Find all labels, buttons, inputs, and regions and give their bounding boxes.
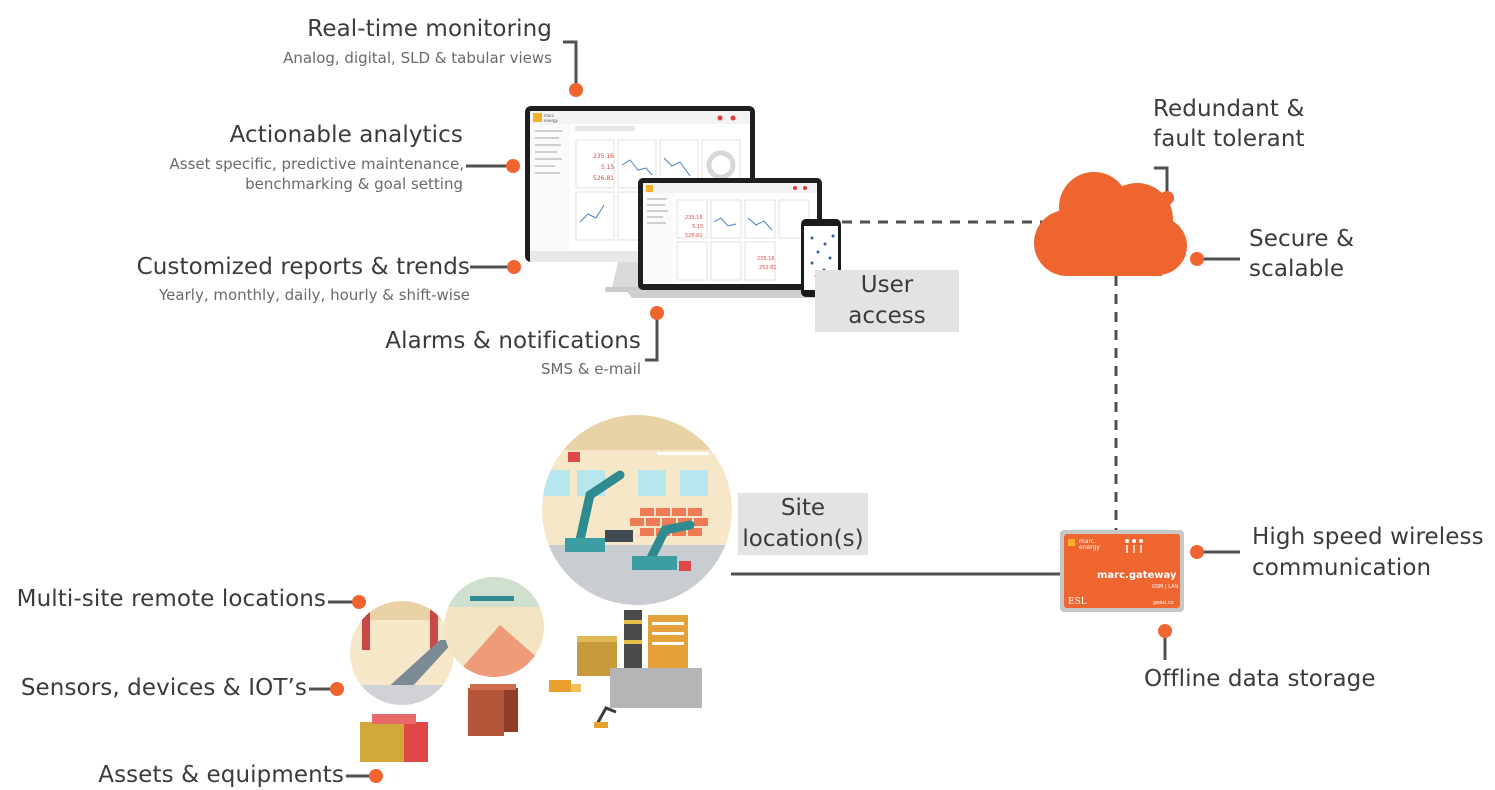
monitor-kpi-1: 235.16	[593, 153, 614, 160]
warehouse-illustration	[444, 577, 544, 677]
analytics-subtitle-2: benchmarking & goal setting	[245, 175, 463, 193]
offline-label: Offline data storage	[1144, 666, 1376, 692]
reports-subtitle: Yearly, monthly, daily, hourly & shift-w…	[159, 286, 470, 304]
escalator-illustration	[350, 601, 454, 705]
secure-line2: scalable	[1249, 256, 1345, 282]
alarms-title: Alarms & notifications	[385, 328, 641, 354]
gateway-spec: GSM | LAN	[1152, 584, 1179, 590]
connector-realtime	[563, 40, 578, 88]
sensors-label: Sensors, devices & IOT’s	[20, 675, 307, 701]
alarms-subtitle: SMS & e-mail	[541, 360, 641, 378]
dot-wireless	[1190, 545, 1204, 559]
dot-alarms	[650, 306, 664, 320]
redundant-line1: Redundant &	[1153, 96, 1305, 122]
realtime-title: Real-time monitoring	[307, 16, 552, 42]
dot-assets	[369, 769, 383, 783]
wireless-line2: communication	[1252, 555, 1432, 581]
reports-title: Customized reports & trends	[136, 254, 470, 280]
connector-alarms	[645, 316, 659, 362]
dot-reports	[507, 260, 521, 274]
monitor-brand-line1: marc.	[544, 113, 555, 118]
gateway-brand-line1: marc.	[1079, 538, 1096, 545]
realtime-subtitle: Analog, digital, SLD & tabular views	[283, 49, 552, 67]
svg-text:526.81: 526.81	[685, 233, 703, 239]
gateway-name: marc.gateway	[1097, 570, 1177, 581]
gateway-brand-line2: energy	[1079, 544, 1100, 551]
analytics-title: Actionable analytics	[229, 122, 463, 148]
cloud-illustration	[1034, 172, 1187, 276]
connectors	[309, 40, 1240, 778]
assets-label: Assets & equipments	[98, 762, 344, 788]
site-line2: location(s)	[742, 526, 864, 552]
callout-dots	[330, 83, 1204, 783]
svg-text:252.81: 252.81	[759, 265, 777, 271]
factory-robot-illustration	[542, 415, 732, 605]
dot-realtime	[569, 83, 583, 97]
dot-analytics	[506, 159, 520, 173]
monitor-brand-line2: energy	[544, 118, 559, 123]
monitor-kpi-2: 5.15	[601, 164, 615, 171]
redundant-line2: fault tolerant	[1153, 126, 1305, 152]
svg-text:235.16: 235.16	[757, 256, 775, 262]
analytics-subtitle-1: Asset specific, predictive maintenance,	[169, 155, 464, 173]
svg-text:5.15: 5.15	[692, 224, 703, 230]
secure-line1: Secure &	[1249, 226, 1355, 252]
connector-redundant	[1154, 166, 1169, 196]
buildings-illustration	[360, 610, 702, 762]
gateway-site: geesl.co	[1153, 600, 1174, 606]
user-access-line1: User	[860, 272, 914, 298]
monitor-kpi-3: 526.81	[593, 175, 614, 182]
gateway-maker: ESL	[1068, 597, 1087, 607]
dot-multisite	[352, 595, 366, 609]
site-line1: Site	[780, 495, 826, 521]
dot-secure	[1190, 252, 1204, 266]
svg-text:235.16: 235.16	[685, 215, 703, 221]
gateway-device-illustration: marc. energy marc.gateway GSM | LAN ESL …	[1060, 530, 1184, 612]
site-label: Site location(s)	[738, 493, 868, 555]
user-access-line2: access	[848, 303, 926, 329]
user-access-label: User access	[815, 270, 959, 332]
wireless-line1: High speed wireless	[1252, 524, 1484, 550]
dot-sensors	[330, 682, 344, 696]
laptop-illustration: 235.16 5.15 526.81 235.16 252.81	[626, 178, 836, 298]
multisite-label: Multi-site remote locations	[16, 586, 326, 612]
dot-offline	[1158, 624, 1172, 638]
